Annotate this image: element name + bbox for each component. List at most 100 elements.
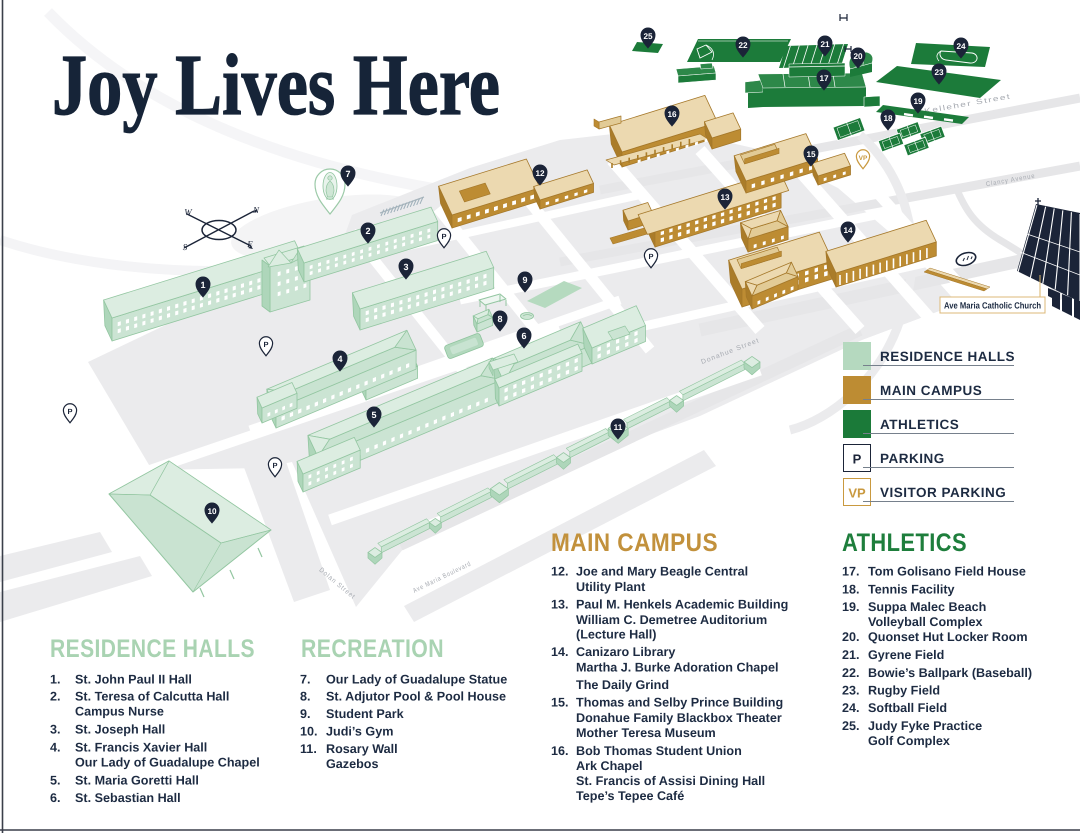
svg-text:Joe and Mary Beagle Central: Joe and Mary Beagle Central (576, 565, 748, 579)
svg-text:Suppa Malec Beach: Suppa Malec Beach (868, 600, 986, 614)
svg-text:22: 22 (738, 41, 748, 50)
svg-text:Our Lady of Guadalupe Statue: Our Lady of Guadalupe Statue (326, 673, 507, 687)
svg-text:Gyrene Field: Gyrene Field (868, 648, 944, 662)
svg-text:St. Maria Goretti Hall: St. Maria Goretti Hall (75, 774, 199, 788)
svg-text:Volleyball Complex: Volleyball Complex (868, 615, 983, 629)
svg-text:St. Sebastian Hall: St. Sebastian Hall (75, 791, 181, 805)
svg-text:22.: 22. (842, 666, 860, 680)
svg-text:Bowie’s Ballpark (Baseball): Bowie’s Ballpark (Baseball) (868, 666, 1032, 680)
svg-text:14.: 14. (551, 645, 569, 659)
svg-text:ATHLETICS: ATHLETICS (880, 417, 959, 432)
svg-text:P: P (441, 232, 446, 241)
svg-text:P: P (67, 407, 72, 416)
svg-text:24.: 24. (842, 701, 860, 715)
svg-text:21.: 21. (842, 648, 860, 662)
svg-text:15.: 15. (551, 696, 569, 710)
svg-text:Student Park: Student Park (326, 707, 405, 721)
svg-text:7.: 7. (300, 673, 311, 687)
svg-text:4: 4 (337, 354, 342, 364)
svg-text:Campus Nurse: Campus Nurse (75, 705, 164, 719)
svg-text:16.: 16. (551, 744, 569, 758)
svg-text:VISITOR PARKING: VISITOR PARKING (880, 485, 1006, 500)
svg-text:St. Francis of Assisi Dining H: St. Francis of Assisi Dining Hall (576, 774, 765, 788)
svg-text:P: P (648, 252, 653, 261)
svg-text:12: 12 (535, 169, 545, 178)
svg-text:P: P (272, 461, 277, 470)
svg-text:Tom Golisano Field House: Tom Golisano Field House (868, 565, 1026, 579)
svg-text:14: 14 (843, 226, 853, 235)
svg-text:ATHLETICS: ATHLETICS (842, 529, 967, 557)
svg-text:3.: 3. (50, 723, 61, 737)
svg-text:9: 9 (522, 275, 527, 285)
svg-text:Golf Complex: Golf Complex (868, 734, 950, 748)
svg-text:2: 2 (365, 226, 370, 236)
svg-text:20.: 20. (842, 630, 860, 644)
svg-text:7: 7 (345, 169, 350, 179)
svg-text:6.: 6. (50, 791, 61, 805)
svg-text:S: S (183, 242, 188, 252)
svg-text:18.: 18. (842, 583, 860, 597)
svg-text:Donahue Family Blackbox Theate: Donahue Family Blackbox Theater (576, 711, 782, 725)
svg-text:13.: 13. (551, 598, 569, 612)
svg-text:6: 6 (521, 331, 526, 341)
svg-text:Mother Teresa Museum: Mother Teresa Museum (576, 726, 716, 740)
svg-text:8.: 8. (300, 690, 311, 704)
svg-text:Thomas and Selby Prince Buildi: Thomas and Selby Prince Building (576, 696, 783, 710)
svg-text:W: W (184, 207, 193, 217)
svg-text:25: 25 (643, 32, 653, 41)
svg-text:Our Lady of Guadalupe Chapel: Our Lady of Guadalupe Chapel (75, 756, 260, 770)
svg-text:Utility Plant: Utility Plant (576, 580, 646, 594)
svg-text:19: 19 (913, 97, 923, 106)
svg-text:St. Adjutor Pool & Pool House: St. Adjutor Pool & Pool House (326, 690, 506, 704)
svg-text:Martha J. Burke Adoration Chap: Martha J. Burke Adoration Chapel (576, 661, 778, 675)
svg-text:Tepe’s Tepee Café: Tepe’s Tepee Café (576, 789, 684, 803)
svg-text:P: P (263, 340, 268, 349)
svg-text:Judy Fyke Practice: Judy Fyke Practice (868, 719, 982, 733)
svg-text:10: 10 (207, 507, 217, 516)
svg-text:Paul M. Henkels Academic Build: Paul M. Henkels Academic Building (576, 598, 788, 612)
svg-text:VP: VP (848, 486, 866, 501)
svg-text:3: 3 (403, 262, 408, 272)
svg-text:23.: 23. (842, 684, 860, 698)
svg-text:(Lecture Hall): (Lecture Hall) (576, 628, 656, 642)
svg-text:Gazebos: Gazebos (326, 757, 379, 771)
svg-text:25.: 25. (842, 719, 860, 733)
svg-text:MAIN CAMPUS: MAIN CAMPUS (551, 529, 718, 557)
svg-text:Judi’s Gym: Judi’s Gym (326, 725, 393, 739)
svg-text:2.: 2. (50, 690, 61, 704)
svg-text:Tennis Facility: Tennis Facility (868, 583, 955, 597)
svg-text:19.: 19. (842, 600, 860, 614)
svg-text:10.: 10. (300, 725, 318, 739)
svg-text:St. John Paul II Hall: St. John Paul II Hall (75, 673, 192, 687)
svg-text:Rosary Wall: Rosary Wall (326, 742, 398, 756)
svg-text:5: 5 (371, 410, 376, 420)
svg-text:The Daily Grind: The Daily Grind (576, 678, 669, 692)
svg-text:9.: 9. (300, 707, 311, 721)
svg-text:23: 23 (934, 68, 944, 77)
svg-text:VP: VP (859, 155, 868, 162)
svg-text:11.: 11. (300, 742, 317, 756)
svg-text:St. Joseph Hall: St. Joseph Hall (75, 723, 165, 737)
svg-text:N: N (252, 205, 260, 215)
svg-text:MAIN CAMPUS: MAIN CAMPUS (880, 383, 982, 398)
svg-text:Bob Thomas Student Union: Bob Thomas Student Union (576, 744, 742, 758)
svg-text:St. Teresa of Calcutta Hall: St. Teresa of Calcutta Hall (75, 690, 229, 704)
svg-text:E: E (246, 239, 253, 249)
svg-text:13: 13 (720, 193, 730, 202)
svg-text:20: 20 (853, 52, 863, 61)
svg-text:RECREATION: RECREATION (301, 635, 444, 663)
svg-text:5.: 5. (50, 774, 61, 788)
svg-text:P: P (853, 452, 862, 467)
svg-text:Canizaro Library: Canizaro Library (576, 645, 675, 659)
svg-text:1: 1 (200, 280, 205, 290)
svg-text:17.: 17. (842, 565, 860, 579)
svg-text:Joy Lives Here: Joy Lives Here (52, 36, 500, 133)
svg-text:William C. Demetree Auditorium: William C. Demetree Auditorium (576, 613, 767, 627)
svg-text:Rugby Field: Rugby Field (868, 684, 940, 698)
svg-text:4.: 4. (50, 741, 61, 755)
svg-text:RESIDENCE HALLS: RESIDENCE HALLS (880, 349, 1015, 364)
svg-text:Ave Maria Catholic Church: Ave Maria Catholic Church (944, 301, 1041, 311)
svg-text:St. Francis Xavier Hall: St. Francis Xavier Hall (75, 741, 207, 755)
svg-text:Quonset Hut Locker Room: Quonset Hut Locker Room (868, 630, 1028, 644)
svg-text:18: 18 (883, 114, 893, 123)
